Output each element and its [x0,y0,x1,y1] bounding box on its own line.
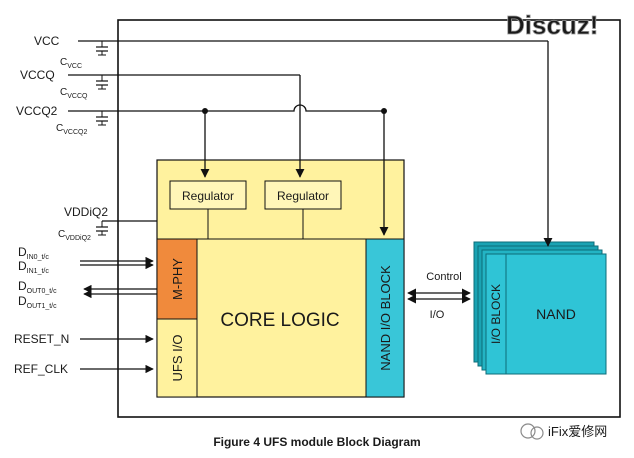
watermark-bottom-logo [520,423,544,440]
refclk-label: REF_CLK [14,362,68,376]
core-logic-label: CORE LOGIC [220,310,339,331]
reset-label: RESET_N [14,332,69,346]
control-label: Control [426,271,461,283]
vccq2-rail [68,104,384,112]
vcc-label: VCC [34,34,60,48]
vddiq2-cap-label: CVDDiQ2 [58,229,91,242]
io-link-label: I/O [430,309,445,321]
mphy-block [156,238,198,320]
vccq2-capacitor [96,111,108,126]
vcc-cap-label: CVCC [60,57,82,70]
vccq-label: VCCQ [20,68,55,82]
regulator-right-box [264,180,342,210]
watermark-top: Discuz! [506,10,598,40]
din1-label: DIN1_t/c [18,259,49,275]
regulator-left-label: Regulator [182,189,234,203]
din0-label: DIN0_t/c [18,245,49,261]
nand-label: NAND [536,306,576,322]
dout1-label: DOUT1_t/c [18,294,57,310]
ufs-io-block [156,318,198,398]
vccq-cap-label: CVCCQ [60,87,88,100]
regulator-right-label: Regulator [277,189,329,203]
dout0-label: DOUT0_t/c [18,279,57,295]
vccq2-cap-label: CVCCQ2 [56,123,87,136]
vddiq2-capacitor [96,221,108,236]
io-block-label: I/O BLOCK [489,284,503,344]
vccq-capacitor [96,75,108,90]
watermark-bottom: iFix爱修网 [548,424,607,439]
mphy-label: M-PHY [170,258,185,300]
nand-io-label: NAND I/O BLOCK [378,265,393,371]
vddiq2-label: VDDiQ2 [64,205,108,219]
vccq2-label: VCCQ2 [16,104,58,118]
vcc-capacitor [96,41,108,56]
figure-caption: Figure 4 UFS module Block Diagram [213,435,420,449]
nand-io-block [365,238,405,398]
ufs-io-label: UFS I/O [170,335,185,382]
module-frame [117,19,621,418]
